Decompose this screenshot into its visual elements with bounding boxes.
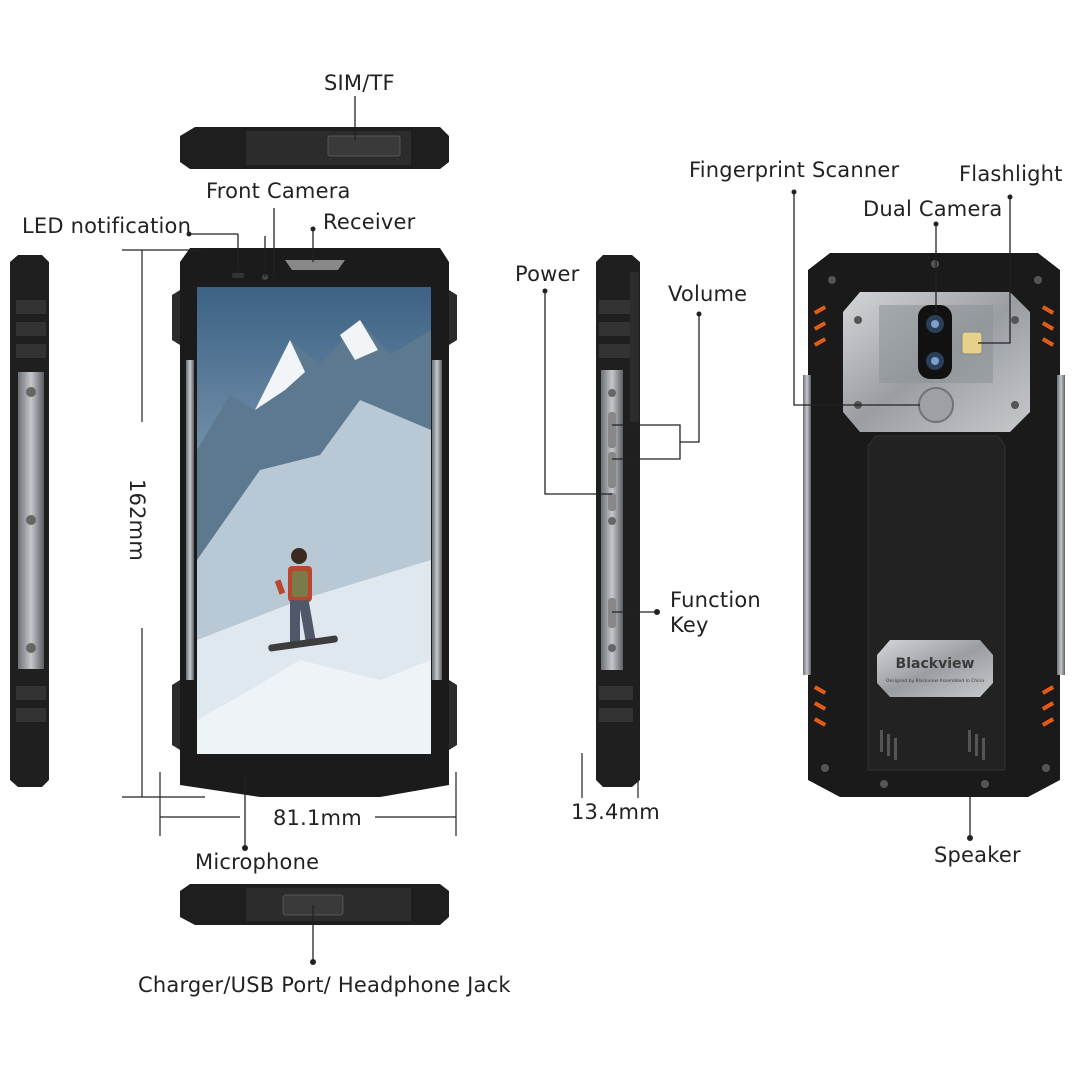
phone-back: Blackview Designed by Blackview Assemble… [803,253,1065,797]
receiver-grille [285,260,345,270]
label-function-key-line1: Function [670,588,761,612]
label-sim-tf: SIM/TF [324,71,395,95]
label-function-key-line2: Key [670,613,709,637]
label-power: Power [515,262,580,286]
brand-tagline: Designed by Blackview Assembled in China [886,678,984,684]
label-receiver: Receiver [323,210,416,234]
dimension-lines [122,249,639,836]
speaker-grille [880,730,985,760]
phone-top-edge [180,127,449,169]
label-front-camera: Front Camera [206,179,351,203]
volume-up-button [608,412,616,448]
label-height-dimension: 162mm [125,479,149,561]
label-speaker: Speaker [934,843,1021,867]
volume-down-button [608,452,616,488]
orange-accents [813,305,1055,727]
label-flashlight: Flashlight [959,162,1063,186]
phone-right-side [596,255,640,787]
function-key-button [608,598,616,628]
brand-plate [877,640,993,697]
label-microphone: Microphone [195,850,320,874]
screen-wallpaper [197,287,431,754]
brand-logo: Blackview [896,656,975,672]
phone-bottom-edge [180,884,449,925]
fingerprint-sensor [918,387,954,423]
phone-front [172,248,457,797]
label-fingerprint-scanner: Fingerprint Scanner [689,158,900,182]
label-width-dimension: 81.1mm [273,806,362,830]
label-charger-port: Charger/USB Port/ Headphone Jack [138,973,511,997]
label-thickness-dimension: 13.4mm [571,800,660,824]
power-button [608,493,616,511]
sim-slot [327,135,401,157]
phone-left-side [10,255,49,787]
label-dual-camera: Dual Camera [863,197,1003,221]
led-notification-light [232,273,244,278]
climber-figure [268,548,338,652]
label-volume: Volume [668,282,748,306]
label-led-notification: LED notification [22,214,192,238]
